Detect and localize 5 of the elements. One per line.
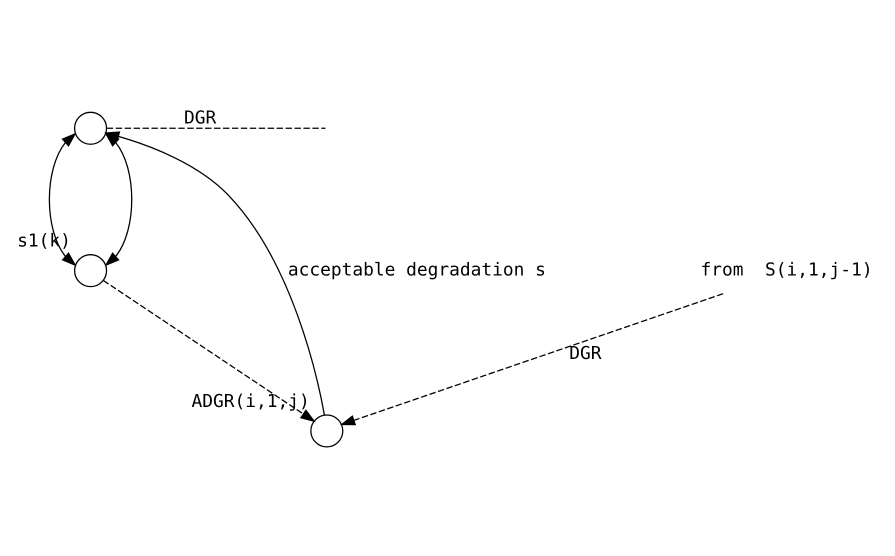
node-label: ADGR(i,1,j) [191, 390, 310, 412]
edge-label: DGR [184, 107, 216, 128]
node-text: from S(i,1,j-1) [700, 259, 873, 280]
edge-label: acceptable degradation s [288, 259, 546, 280]
edge-label: DGR [569, 343, 602, 364]
